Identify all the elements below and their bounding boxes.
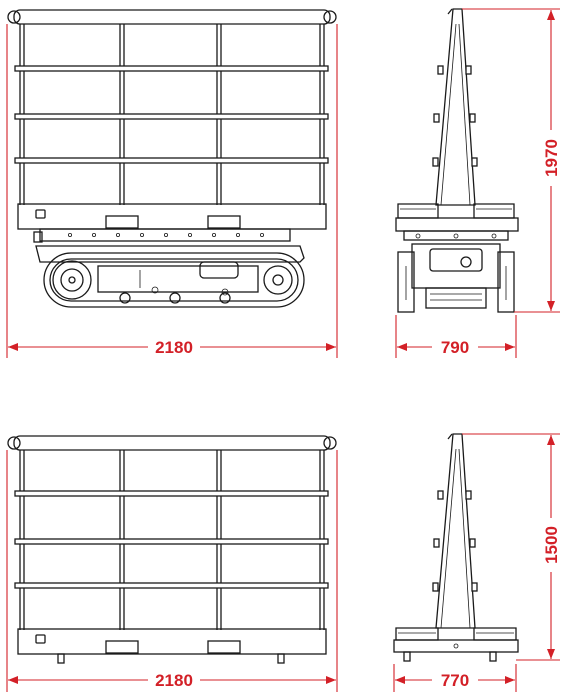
side-view-static (393, 433, 519, 662)
front-view-static (7, 435, 337, 664)
dimension-label-bottom-side-height: 1500 (542, 526, 561, 564)
dimension-top-side-height: 1970 (462, 8, 561, 313)
dimension-bottom-side-width: 770 (393, 664, 517, 692)
dimension-label-top-side-height: 1970 (542, 139, 561, 177)
chassis-bolts (68, 232, 264, 237)
dimension-bottom-front-width: 2180 (6, 450, 338, 692)
front-view-tracked (7, 9, 337, 308)
crawler-track (43, 252, 305, 308)
dimension-label-bottom-side-width: 770 (441, 671, 469, 690)
dimension-bottom-side-height: 1500 (462, 433, 561, 661)
dimension-top-front-width: 2180 (6, 24, 338, 358)
dimension-label-top-front-width: 2180 (155, 338, 193, 357)
side-view-tracked (395, 8, 519, 313)
dimension-top-side-width: 790 (395, 315, 517, 358)
dimension-label-top-side-width: 790 (441, 338, 469, 357)
dimension-label-bottom-front-width: 2180 (155, 671, 193, 690)
